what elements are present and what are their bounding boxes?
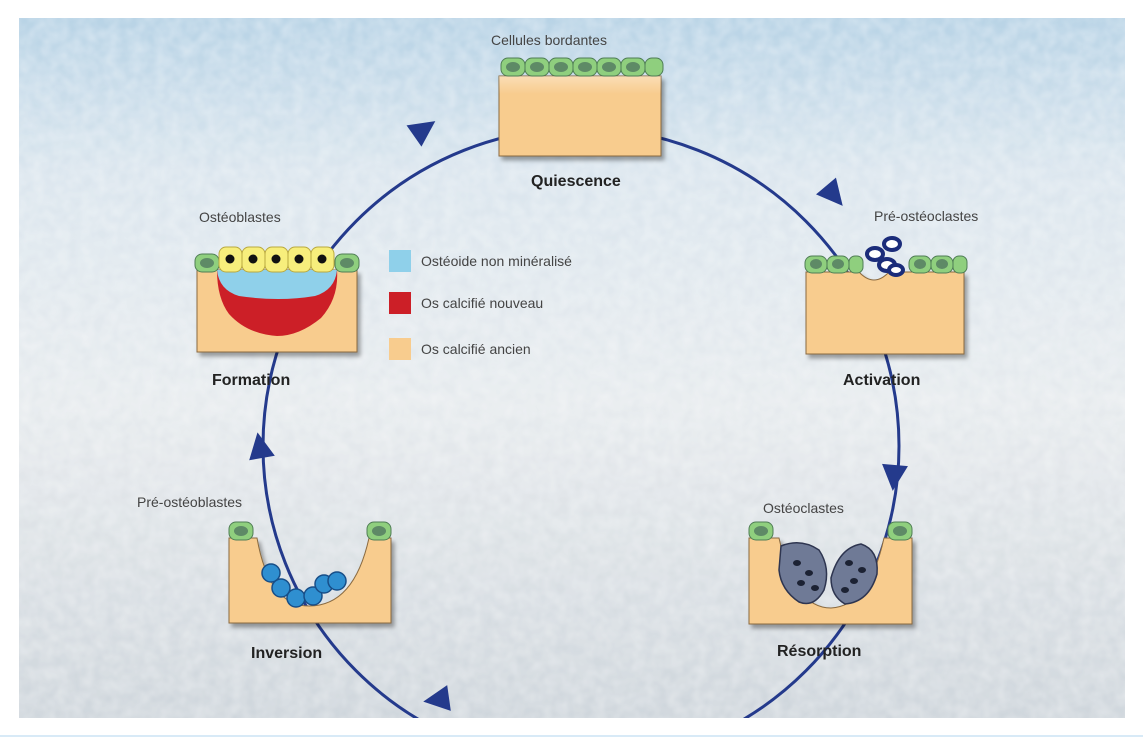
pre-osteoblast-cells <box>261 563 347 608</box>
inversion-block <box>228 521 392 624</box>
label-osteoblastes: Ostéoblastes <box>199 209 281 225</box>
formation-block <box>194 246 360 353</box>
cycle-arrowhead-top-right <box>816 177 843 206</box>
legend-label-osteoide: Ostéoide non minéralisé <box>421 253 572 269</box>
stage-title-activation: Activation <box>843 372 921 389</box>
cycle-arrowhead-left <box>249 432 275 461</box>
legend-label-os-calcifie-ancien: Os calcifié ancien <box>421 341 531 357</box>
stage-title-resorption: Résorption <box>777 643 862 660</box>
bottom-divider <box>0 735 1143 737</box>
legend-swatch-os-calcifie-nouveau <box>389 292 411 314</box>
osteoblast-cells <box>218 246 335 273</box>
label-pre-osteoblastes: Pré-ostéoblastes <box>137 494 243 510</box>
activation-block <box>804 236 968 355</box>
legend-item-os-calcifie-nouveau: Os calcifié nouveau <box>389 290 543 316</box>
legend-item-osteoide: Ostéoide non minéralisé <box>389 248 572 274</box>
label-osteoclastes: Ostéoclastes <box>763 500 844 516</box>
stage-title-quiescence: Quiescence <box>531 173 621 190</box>
legend-swatch-osteoide <box>389 250 411 272</box>
legend-item-os-calcifie-ancien: Os calcifié ancien <box>389 336 531 362</box>
pre-osteoclast-cells <box>865 236 905 277</box>
quiescence-block <box>498 57 664 157</box>
activation-lining-cells <box>804 255 968 274</box>
osteoclast-cells <box>778 542 878 605</box>
cycle-arrowhead-right <box>882 463 908 491</box>
resorption-block <box>748 521 913 625</box>
stage-title-formation: Formation <box>212 372 291 389</box>
lining-cells <box>500 57 664 77</box>
label-cellules-bordantes: Cellules bordantes <box>491 32 607 48</box>
cycle-arrowhead-bottom <box>423 685 451 711</box>
stage-title-inversion: Inversion <box>251 645 323 662</box>
label-pre-osteoclastes: Pré-ostéoclastes <box>874 208 979 224</box>
legend: Ostéoide non minéralisé Os calcifié nouv… <box>389 248 649 360</box>
cycle-arrowhead-top-left <box>406 121 436 147</box>
bone-remodeling-diagram: Cellules bordantes Quiescence Pré-ostéoc… <box>19 18 1125 718</box>
legend-label-os-calcifie-nouveau: Os calcifié nouveau <box>421 295 544 311</box>
legend-swatch-os-calcifie-ancien <box>389 338 411 360</box>
diagram-canvas <box>19 18 1125 718</box>
